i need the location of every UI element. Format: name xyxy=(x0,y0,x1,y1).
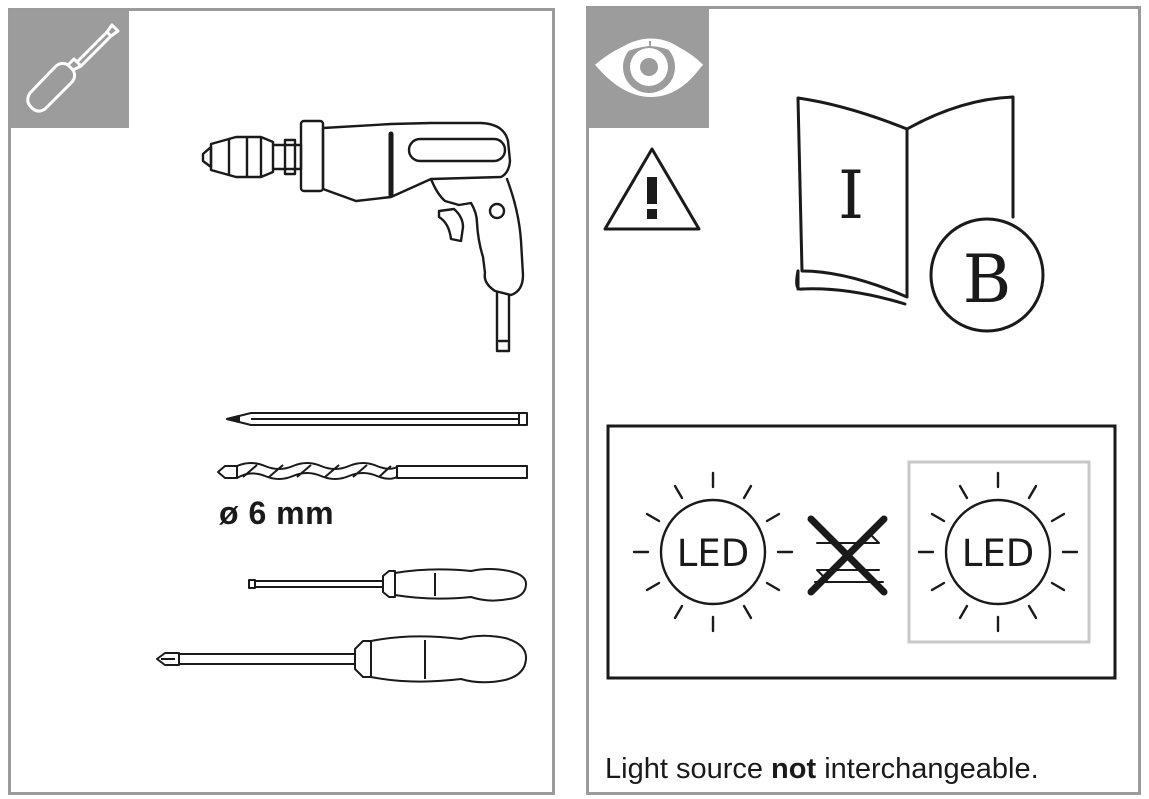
caption-prefix: Light source xyxy=(605,753,772,785)
caption-suffix: interchangeable. xyxy=(816,753,1039,785)
eye-icon xyxy=(595,35,704,97)
eye-tab xyxy=(589,9,709,128)
led-right-label: LED xyxy=(962,532,1034,575)
tools-panel: ø 6 mm xyxy=(8,8,555,795)
caption-text: Light source not interchangeable. xyxy=(605,753,1039,786)
led-info-box xyxy=(606,424,1117,680)
caption-emphasis: not xyxy=(771,753,817,785)
drill-illustration xyxy=(201,119,525,353)
led-highlight-frame xyxy=(907,460,1091,644)
drill-bit-icon xyxy=(217,462,528,480)
screwdriver-icon xyxy=(26,23,120,113)
manual-page-letter: I xyxy=(838,157,864,234)
led-left-label: LED xyxy=(677,532,749,575)
warning-triangle-icon xyxy=(603,147,701,231)
info-panel: I B LED xyxy=(586,6,1141,795)
manual-reference-circle xyxy=(929,217,1045,333)
led-sun-left-icon xyxy=(632,471,794,633)
drill-bit-diameter-label: ø 6 mm xyxy=(219,495,335,531)
manual-circle-letter: B xyxy=(963,241,1012,318)
led-sun-right-icon xyxy=(917,471,1079,633)
pencil-icon xyxy=(226,412,528,426)
instruction-manual-icon xyxy=(795,95,1015,306)
phillips-screwdriver-icon xyxy=(156,634,528,684)
not-replaceable-icon xyxy=(807,515,888,596)
flat-screwdriver-icon xyxy=(248,568,528,602)
tools-tab xyxy=(11,11,129,128)
